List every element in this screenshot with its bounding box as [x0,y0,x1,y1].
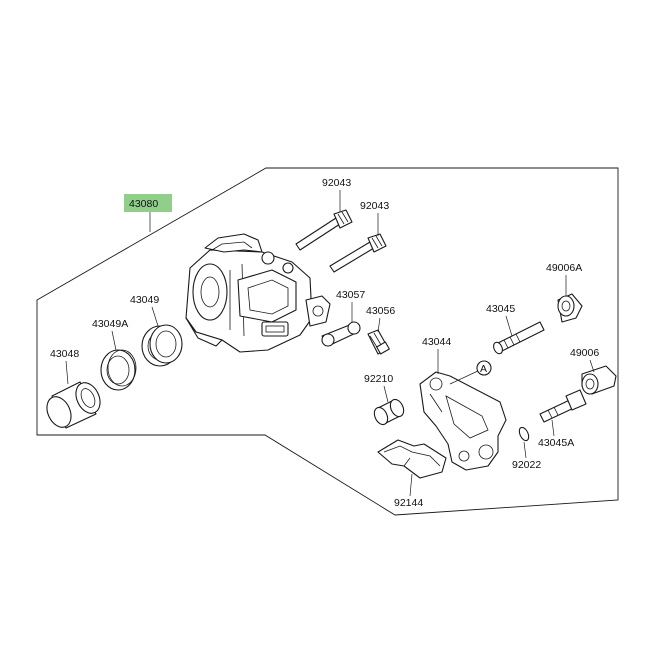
seal-43049 [141,324,183,367]
label-49006a: 49006A [546,262,582,274]
label-92043-b: 92043 [360,200,389,212]
bleeder-cap-43057 [321,321,361,347]
label-43044: 43044 [422,336,451,348]
label-43045a: 43045A [538,437,574,449]
label-43048: 43048 [50,348,79,360]
bushing-92210 [373,398,405,426]
pin-92043-a [295,209,353,251]
caliper-body [185,233,331,353]
slide-pin-43045a [539,389,587,423]
spring-clip-92144 [377,439,447,479]
diagram-frame [36,167,619,516]
bleeder-valve-43056 [367,329,390,355]
label-92022: 92022 [512,459,541,471]
label-43049a: 43049A [92,318,128,330]
assembly-part-number: 43080 [129,198,158,210]
label-92210: 92210 [364,373,393,385]
label-43049: 43049 [130,294,159,306]
ref-a-label: A [480,363,487,375]
piston-43048 [46,381,101,429]
pin-92043-b [329,233,387,273]
label-92043-a: 92043 [322,177,351,189]
dust-seal-43049a [100,349,137,391]
assembly-label-highlight [124,194,172,212]
boot-49006 [581,365,617,395]
circlip-92022 [518,426,530,442]
label-92144: 92144 [394,497,423,509]
label-43057: 43057 [336,289,365,301]
label-43045: 43045 [486,303,515,315]
boot-49006a [557,293,583,323]
slide-pin-43045 [493,321,545,355]
label-43056: 43056 [366,305,395,317]
ref-a-circle [476,360,492,376]
ref-a-line [449,369,481,385]
label-49006: 49006 [570,347,599,359]
